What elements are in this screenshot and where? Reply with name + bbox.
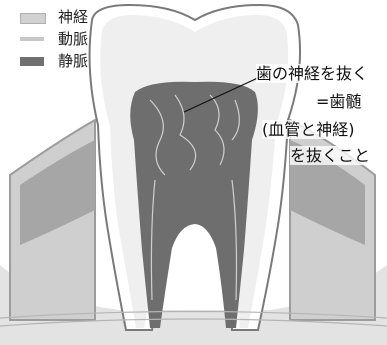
annotation-line-3: (血管と神経) — [262, 120, 355, 139]
legend-label-nerve: 神経 — [58, 9, 88, 26]
legend-swatch-artery — [20, 37, 44, 41]
legend-label-artery: 動脈 — [58, 31, 88, 48]
annotation-line-4: を抜くこと — [290, 146, 370, 165]
legend-swatch-nerve — [20, 13, 46, 24]
annotation-line-1: 歯の神経を抜く — [256, 64, 368, 83]
annotation-line-2: =歯髄 — [316, 92, 361, 111]
legend-label-vein: 静脈 — [58, 53, 88, 70]
legend-swatch-vein — [20, 57, 44, 66]
